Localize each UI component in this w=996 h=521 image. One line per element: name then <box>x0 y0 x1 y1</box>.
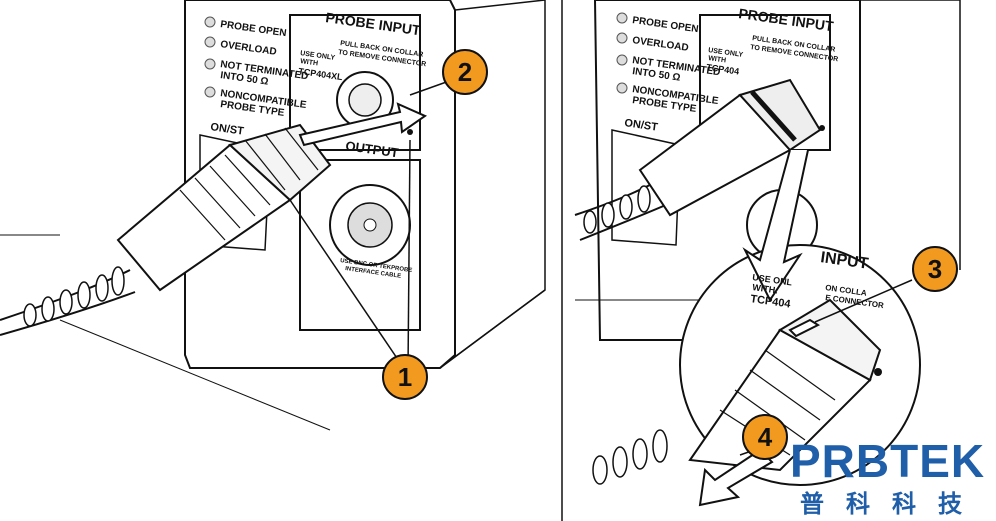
callout-4-label: 4 <box>758 422 773 452</box>
zoom-with-label: WITH: <box>752 282 779 296</box>
right-illustration <box>574 0 961 507</box>
use-only-label: USE ONLY <box>300 50 336 62</box>
zoom-model-label: TCP404 <box>750 293 793 311</box>
on-standby-label: ON/ST <box>624 117 659 134</box>
probe-model-label: TCP404 <box>706 62 740 76</box>
callout-2-label: 2 <box>458 57 472 87</box>
left-illustration <box>0 0 546 431</box>
on-standby-label: ON/ST <box>210 121 245 138</box>
callout-3: 3 <box>912 246 958 292</box>
watermark-subtitle: 普科科技 <box>800 490 984 518</box>
output-label: OUTPUT <box>345 138 400 160</box>
callout-1: 1 <box>382 354 428 400</box>
callout-3-label: 3 <box>928 254 942 284</box>
watermark-brand: PRBTEK <box>790 435 986 487</box>
use-only-label: WITH <box>708 55 727 64</box>
callout-1-label: 1 <box>398 362 412 392</box>
zoom-input-label: INPUT <box>819 249 869 273</box>
use-only-label: WITH <box>300 58 319 67</box>
callout-4: 4 <box>742 414 788 460</box>
use-only-label: USE ONLY <box>708 47 744 59</box>
callout-2: 2 <box>442 49 488 95</box>
